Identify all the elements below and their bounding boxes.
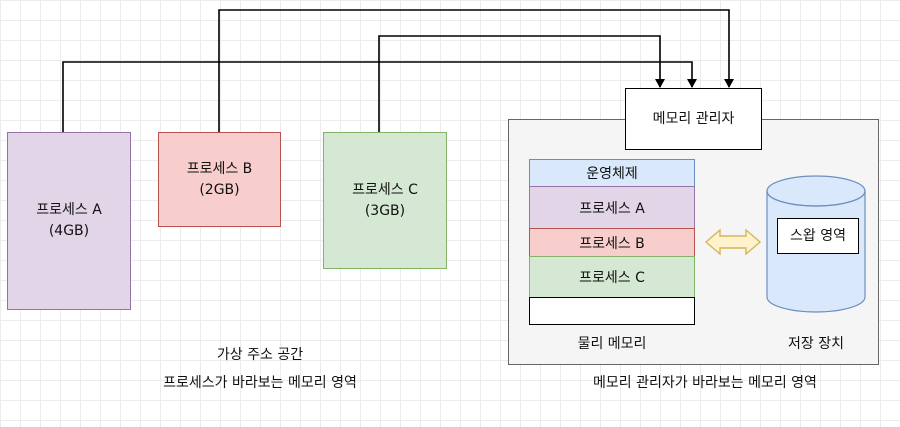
- virtual-address-space-caption: 가상 주소 공간: [216, 347, 304, 363]
- process-b-size: (2GB): [199, 181, 240, 198]
- memory-manager-view-caption: 메모리 관리자가 바라보는 메모리 영역: [593, 375, 817, 391]
- process-b-name: 프로세스 B: [186, 160, 253, 177]
- segment-label: 프로세스 B: [579, 235, 645, 252]
- storage-label: 저장 장치: [788, 336, 844, 352]
- connector-process-a: [62, 61, 697, 132]
- physical-memory-label: 물리 메모리: [577, 336, 647, 352]
- segment-label: 운영체제: [586, 166, 638, 182]
- process-c-size: (3GB): [364, 202, 406, 219]
- segment-label: 프로세스 C: [579, 270, 645, 286]
- memory-manager-label: 메모리 관리자: [652, 110, 735, 127]
- swap-area-box: 스왑 영역: [777, 218, 859, 254]
- physical-segment-process-a: 프로세스 A: [529, 186, 695, 229]
- process-view-caption: 프로세스가 바라보는 메모리 영역: [163, 375, 357, 391]
- process-c-box: 프로세스 C (3GB): [323, 132, 447, 269]
- memory-manager-box: 메모리 관리자: [625, 88, 762, 150]
- physical-segment-process-b: 프로세스 B: [529, 228, 695, 257]
- process-b-box: 프로세스 B (2GB): [158, 132, 281, 227]
- segment-label: 프로세스 A: [579, 200, 645, 217]
- physical-segment-process-c: 프로세스 C: [529, 256, 695, 298]
- process-a-box: 프로세스 A (4GB): [7, 132, 131, 310]
- process-a-name: 프로세스 A: [36, 202, 102, 218]
- process-c-name: 프로세스 C: [352, 181, 418, 198]
- swap-double-arrow-icon: [704, 228, 762, 256]
- physical-segment-free: [529, 297, 695, 325]
- physical-segment-os: 운영체제: [529, 159, 695, 187]
- connector-process-b: [218, 9, 734, 132]
- swap-area-label: 스왑 영역: [790, 227, 846, 244]
- process-a-size: (4GB): [48, 223, 90, 239]
- connector-process-c: [378, 35, 665, 132]
